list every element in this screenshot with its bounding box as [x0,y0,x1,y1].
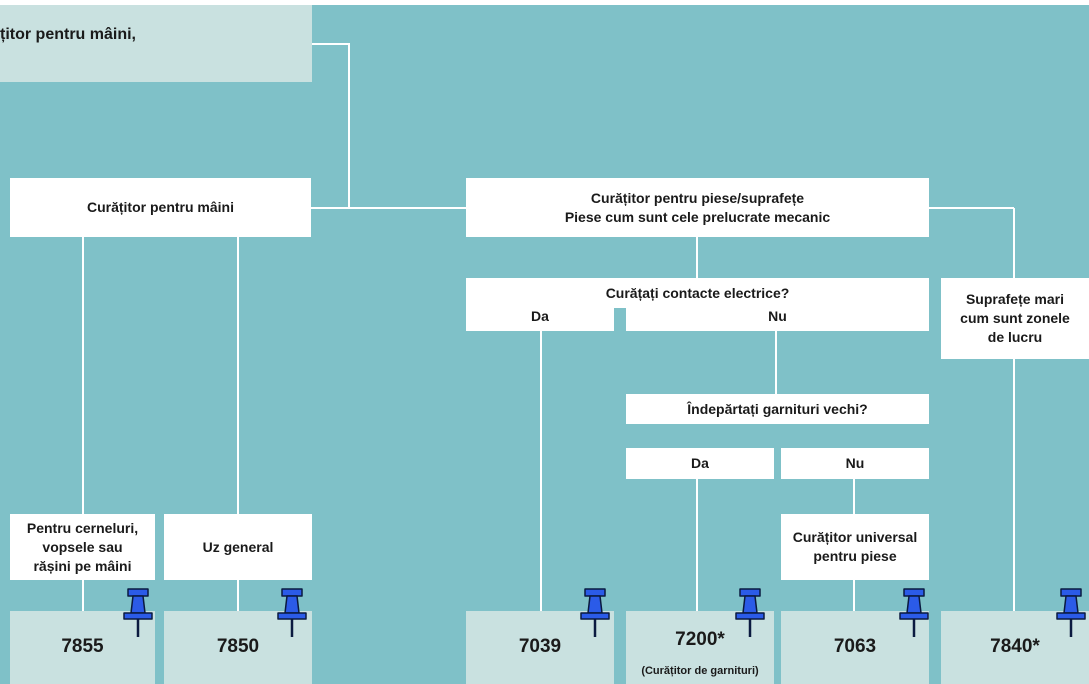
pushpin-icon [123,588,153,637]
product-7840: 7840* [941,611,1089,684]
pushpin-icon [735,588,765,637]
pushpin-icon [277,588,307,637]
leaf-universal-parts-cleaner: Curățitor universal pentru piese [781,514,929,580]
leaf-general-use: Uz general [164,514,312,580]
leaf-large-surfaces: Suprafețe mari cum sunt zonele de lucru [941,278,1089,359]
product-code: 7039 [518,636,562,657]
product-code: 7063 [833,636,877,657]
leaf-inks-paints-resins: Pentru cerneluri, vopsele sau rășini pe … [10,514,155,580]
product-code: 7855 [61,636,104,657]
product-7855: 7855 [10,611,155,684]
pushpin-icon [899,588,929,637]
product-7063: 7063 [781,611,929,684]
question-remove-gaskets: Îndepărtați garnituri vechi? [626,394,929,424]
product-7039: 7039 [466,611,614,684]
answer-electrical-no: Nu [626,302,929,331]
product-code: 7850 [216,636,260,657]
product-7850: 7850 [164,611,312,684]
connector-title [312,43,350,208]
category-hand-cleaner: Curățitor pentru mâini [10,178,311,237]
answer-electrical-yes: Da [466,302,614,331]
answer-gaskets-no: Nu [781,448,929,479]
product-code: 7200* [675,629,725,650]
pushpin-icon [1056,588,1086,637]
product-note: (Curățitor de garnituri) [641,665,759,677]
diagram-title: țitor pentru mâini, [0,5,312,82]
answer-gaskets-yes: Da [626,448,774,479]
category-parts-cleaner: Curățitor pentru piese/suprafețe Piese c… [466,178,929,237]
product-code: 7840* [990,636,1040,657]
pushpin-icon [580,588,610,637]
